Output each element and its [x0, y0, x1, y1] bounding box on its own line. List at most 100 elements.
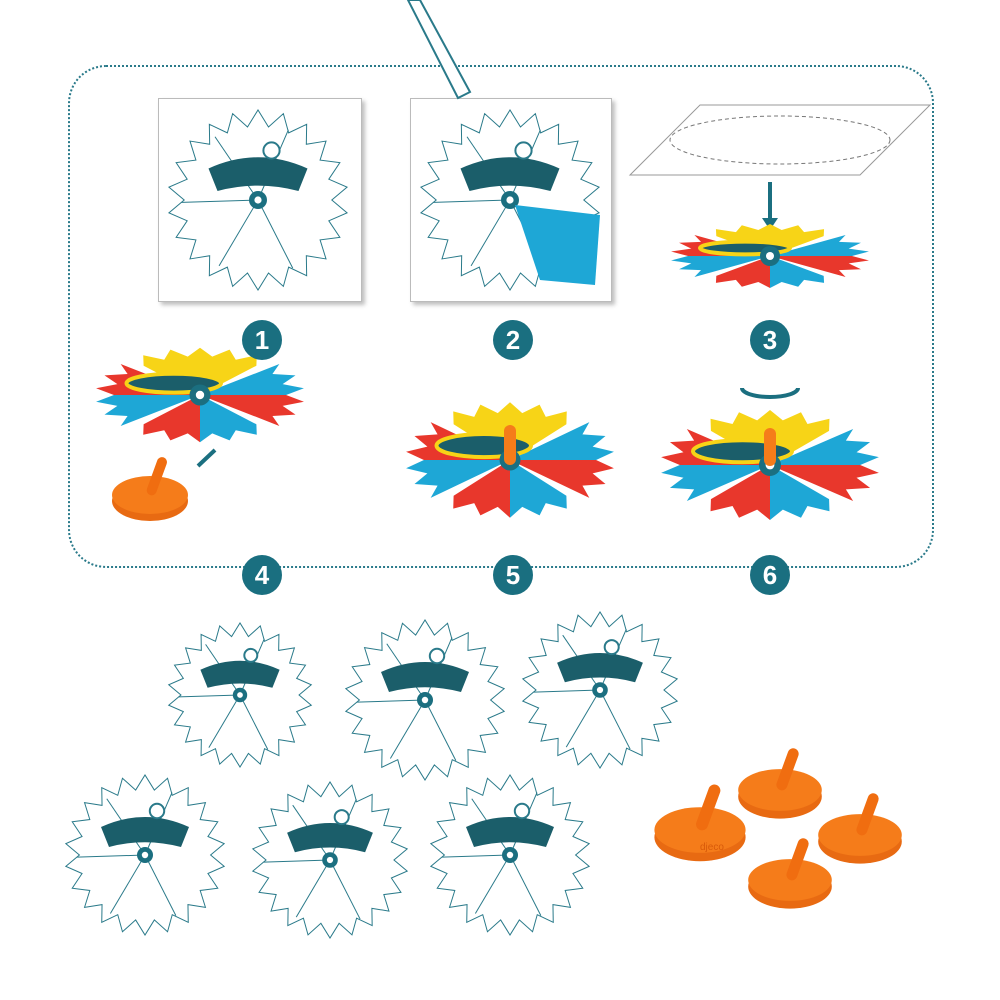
center-hole-inner — [237, 692, 243, 698]
rubbing-paper — [628, 104, 932, 176]
monster-mouth — [466, 817, 554, 847]
spinner-wedge — [770, 256, 825, 288]
monster-eye — [513, 802, 531, 820]
pen-icon — [406, 0, 472, 100]
monster-mouth — [287, 822, 373, 853]
spinning-top-3 — [818, 793, 902, 864]
spinning-top-2 — [654, 784, 746, 862]
center-hole-inner — [596, 686, 604, 694]
spinner-wedge — [510, 460, 567, 518]
spinning-top-step-4 — [112, 457, 188, 521]
monster-mouth — [208, 157, 308, 191]
center-hole-inner — [326, 856, 334, 864]
top-stem — [696, 784, 721, 831]
wedge-line — [178, 694, 241, 698]
spinner-wedge — [715, 256, 770, 288]
monster-mouth — [460, 157, 560, 191]
wedge-line — [208, 694, 241, 748]
center-hole-inner — [141, 851, 149, 859]
step-badge-4: 4 — [242, 555, 282, 595]
monster-eye — [603, 639, 620, 656]
wedge-line — [470, 199, 511, 267]
wedge-line — [474, 854, 511, 914]
center-hole-inner — [421, 696, 429, 704]
step-badge-5: 5 — [493, 555, 533, 595]
monster-mouth — [200, 660, 280, 688]
rotate-arrow-icon — [740, 387, 800, 399]
spinner-wedge — [200, 395, 257, 443]
wedge-line — [357, 699, 426, 703]
spinner-wedge — [770, 235, 869, 256]
wedge-line — [389, 699, 426, 759]
wedge-line — [599, 689, 631, 750]
monster-eye — [428, 647, 446, 665]
wedge-line — [509, 854, 542, 916]
spinner-template-d — [64, 774, 226, 936]
spinner-wedge — [661, 465, 770, 502]
monster-eye — [243, 647, 259, 663]
spinner-template-e — [251, 781, 409, 939]
spinner-template-c — [521, 611, 679, 769]
step-badge-1: 1 — [242, 320, 282, 360]
spinner-colored-step-3 — [671, 224, 869, 288]
spinner-colored-step-4 — [96, 347, 304, 443]
spinner-wedge — [770, 428, 879, 465]
spinning-top-4 — [748, 838, 832, 909]
spinner-wedge — [510, 460, 614, 498]
wedge-line — [533, 689, 601, 693]
top-stem — [856, 793, 879, 836]
top-stem-step-5 — [504, 425, 516, 465]
wedge-line — [109, 854, 146, 914]
monster-mouth — [381, 662, 469, 692]
spinner-wedge — [710, 465, 770, 520]
top-stem — [776, 748, 799, 791]
wedge-line — [181, 199, 259, 203]
monster-mouth — [557, 652, 643, 683]
spinner-template-a — [167, 622, 313, 768]
colored-wedge — [515, 205, 600, 285]
spinner-wedge — [143, 395, 200, 443]
monster-mouth — [101, 817, 189, 847]
wedge-line — [257, 199, 294, 269]
rubbing-outline — [669, 115, 891, 165]
center-hole-inner — [254, 196, 262, 204]
center-hole-inner — [506, 196, 514, 204]
wedge-line — [144, 854, 177, 916]
spinner-wedge — [770, 465, 879, 502]
wedge-line — [77, 854, 146, 858]
step-badge-2: 2 — [493, 320, 533, 360]
djeco-logo: djeco — [700, 842, 724, 853]
spinner-wedge — [770, 465, 830, 520]
spinner-wedge — [200, 395, 304, 426]
wedge-line — [218, 199, 259, 267]
spinner-template-b — [344, 619, 506, 781]
spinner-template-step-1 — [167, 109, 349, 291]
wedge-line — [329, 859, 361, 920]
top-stem — [786, 838, 809, 881]
top-stem-step-6 — [764, 428, 776, 466]
spinner-colored-step-5 — [406, 402, 614, 518]
spinner-wedge — [200, 364, 304, 395]
diagonal-arrow-icon — [196, 448, 217, 468]
wedge-line — [295, 859, 331, 918]
spinner-wedge — [770, 256, 869, 277]
spinner-wedge — [96, 395, 200, 426]
spinner-wedge — [510, 422, 614, 460]
spinner-template-f — [429, 774, 591, 936]
monster-eye — [262, 141, 281, 160]
monster-eye — [333, 809, 350, 826]
center-hole-inner — [506, 851, 514, 859]
wedge-line — [424, 699, 457, 761]
wedge-line — [239, 694, 269, 750]
spinner-wedge — [453, 460, 510, 518]
spinner-wedge — [671, 256, 770, 277]
wedge-line — [433, 199, 511, 203]
monster-eye — [148, 802, 166, 820]
wedge-line — [263, 859, 331, 863]
center-hole-inner — [766, 252, 774, 260]
wedge-line — [565, 689, 601, 748]
center-hole-inner — [195, 390, 205, 400]
top-stem — [146, 457, 167, 496]
step-badge-6: 6 — [750, 555, 790, 595]
